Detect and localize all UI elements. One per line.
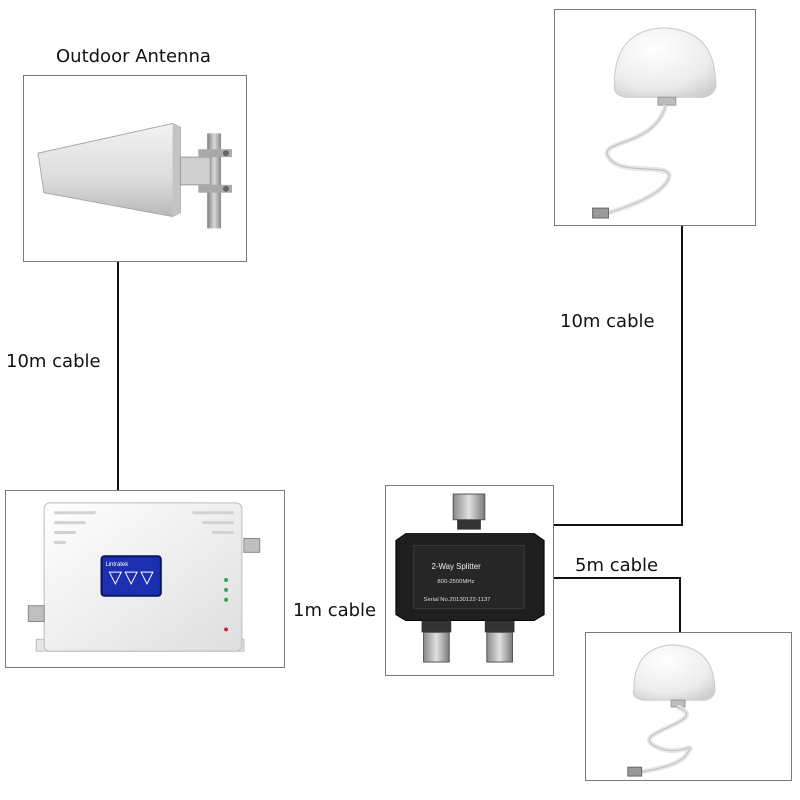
cable-splitter-to-indoor-antenna-top — [554, 226, 683, 526]
outdoor-antenna-label: Outdoor Antenna — [56, 46, 211, 67]
status-led-green-3 — [224, 597, 229, 602]
cable-label-indoor-5m: 5m cable — [575, 555, 659, 576]
indoor-antenna-bottom-image — [585, 632, 792, 781]
ceiling-antenna-icon — [592, 27, 717, 219]
ceiling-antenna-icon — [627, 644, 716, 777]
indoor-antenna-top-image — [554, 9, 756, 226]
cable-label-outdoor-10m: 10m cable — [6, 351, 101, 372]
status-led-red — [224, 627, 229, 632]
booster-device-icon: Lintratek — [27, 502, 261, 652]
splitter-frequency-text: 800-2500MHz — [437, 579, 474, 585]
signal-booster-image: Lintratek — [5, 490, 285, 668]
cable-label-indoor-10m: 10m cable — [560, 311, 655, 332]
status-led-green-1 — [224, 578, 229, 582]
cable-label-booster-splitter-1m: 1m cable — [293, 600, 377, 621]
cable-splitter-to-indoor-antenna-bottom — [554, 577, 681, 632]
splitter-serial-text: Serial No.20130122-1137 — [424, 597, 491, 603]
two-way-splitter-icon: 2-Way Splitter 800-2500MHz Serial No.201… — [395, 493, 545, 663]
log-periodic-antenna-icon — [37, 122, 232, 229]
splitter-image: 2-Way Splitter 800-2500MHz Serial No.201… — [385, 485, 554, 676]
booster-brand-text: Lintratek — [105, 562, 128, 568]
lcd-screen — [100, 555, 162, 597]
splitter-title-text: 2-Way Splitter — [431, 562, 481, 571]
outdoor-antenna-image — [23, 75, 247, 262]
status-led-green-2 — [224, 587, 229, 592]
